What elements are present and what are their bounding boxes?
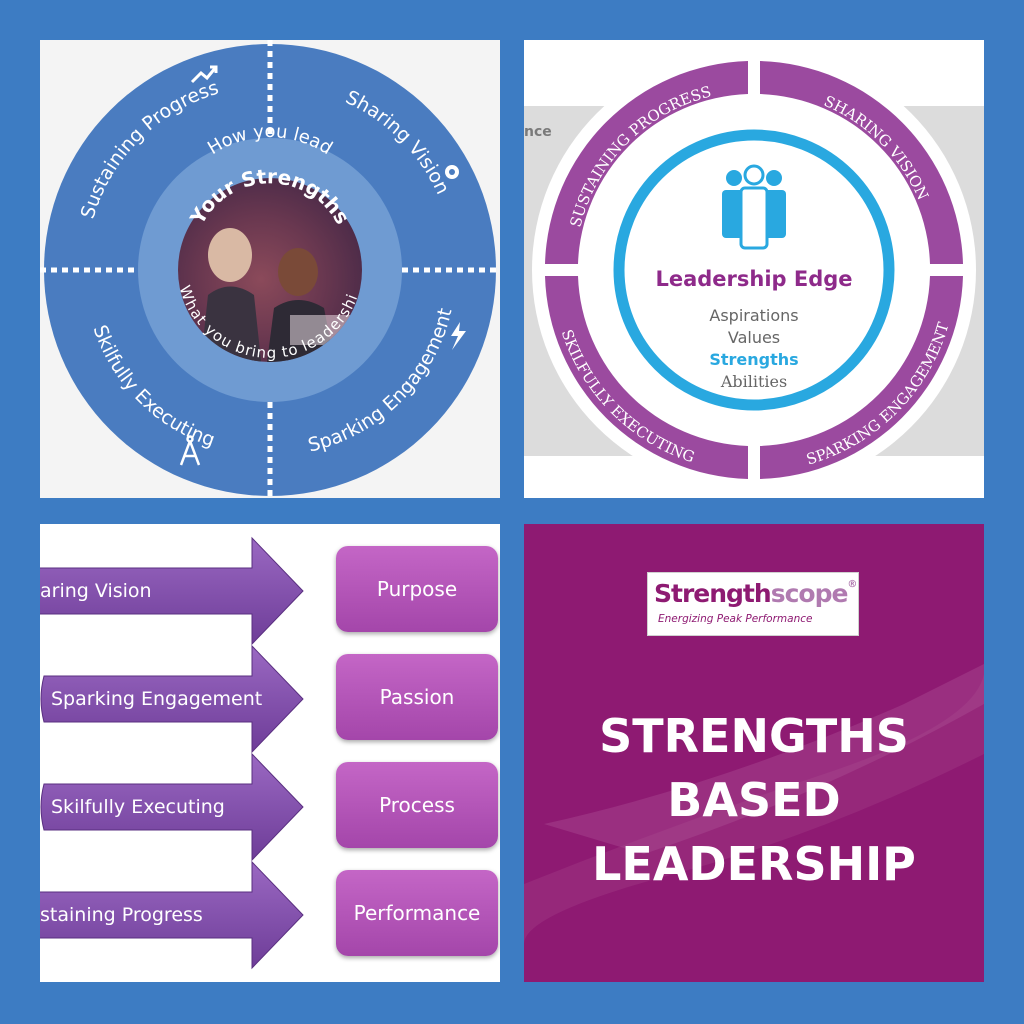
outcome-label: Purpose — [376, 577, 458, 601]
arrow-label-sparking-engagement: Sparking Engagement — [51, 688, 263, 710]
background-ribbons — [524, 664, 984, 944]
inner-cyan-ring — [613, 129, 895, 411]
ring-segment-br — [760, 276, 963, 479]
outcome-box-purpose: Purpose — [336, 546, 498, 632]
compass-icon — [179, 435, 201, 466]
leadership-edge-panel: nce Leadership Edge Aspirations Values S… — [524, 40, 984, 498]
people-icon — [722, 164, 786, 250]
headline-line-2: BASED — [667, 773, 841, 827]
edge-item-aspirations: Aspirations — [709, 306, 798, 325]
arrow-shapes — [40, 536, 304, 970]
logo-tagline: Energizing Peak Performance — [658, 613, 813, 625]
background-cut-text: nce — [524, 124, 552, 140]
strengthscope-logo: Strengthscope® Energizing Peak Performan… — [647, 572, 859, 636]
headline: STRENGTHS BASED LEADERSHIP — [524, 704, 984, 896]
edge-item-abilities: Abilities — [720, 372, 787, 391]
outcome-label: Performance — [353, 901, 481, 925]
arrows-to-outcomes-panel: aring Vision Sparking Engagement Skilful… — [40, 524, 500, 982]
outcome-label: Process — [379, 793, 455, 817]
blue-wheel-graphic: Sustaining Progress Sharing Vision Spark… — [40, 40, 500, 498]
outcome-label: Passion — [379, 685, 455, 709]
headline-line-1: STRENGTHS — [599, 709, 909, 763]
ring-segment-bl — [545, 276, 748, 479]
arrow-sustaining-progress — [40, 860, 304, 970]
outcome-box-process: Process — [336, 762, 498, 848]
headline-line-3: LEADERSHIP — [592, 837, 916, 891]
arrow-label-sharing-vision: aring Vision — [40, 580, 152, 602]
ring-segment-tl — [545, 61, 748, 264]
arrow-sparking-engagement — [40, 644, 304, 754]
arrow-label-skilfully-executing: Skilfully Executing — [51, 796, 225, 818]
blue-leadership-wheel-panel: Sustaining Progress Sharing Vision Spark… — [40, 40, 500, 498]
leadership-edge-title: Leadership Edge — [655, 267, 852, 291]
outcome-box-passion: Passion — [336, 654, 498, 740]
strengths-based-leadership-panel: Strengthscope® Energizing Peak Performan… — [524, 524, 984, 982]
outcome-box-performance: Performance — [336, 870, 498, 956]
edge-item-values: Values — [728, 328, 780, 347]
arrow-sharing-vision — [40, 536, 304, 646]
ring-segment-tr — [760, 61, 963, 264]
edge-item-strengths: Strengths — [709, 350, 798, 369]
eye-icon — [445, 165, 459, 179]
logo-wordmark: Strengthscope® — [654, 579, 857, 608]
lightning-icon — [451, 322, 466, 350]
trend-arrow-icon — [190, 65, 218, 84]
leadership-edge-graphic: nce Leadership Edge Aspirations Values S… — [524, 48, 984, 492]
arrow-label-sustaining-progress: staining Progress — [40, 904, 203, 926]
arrow-skilfully-executing — [40, 752, 304, 862]
